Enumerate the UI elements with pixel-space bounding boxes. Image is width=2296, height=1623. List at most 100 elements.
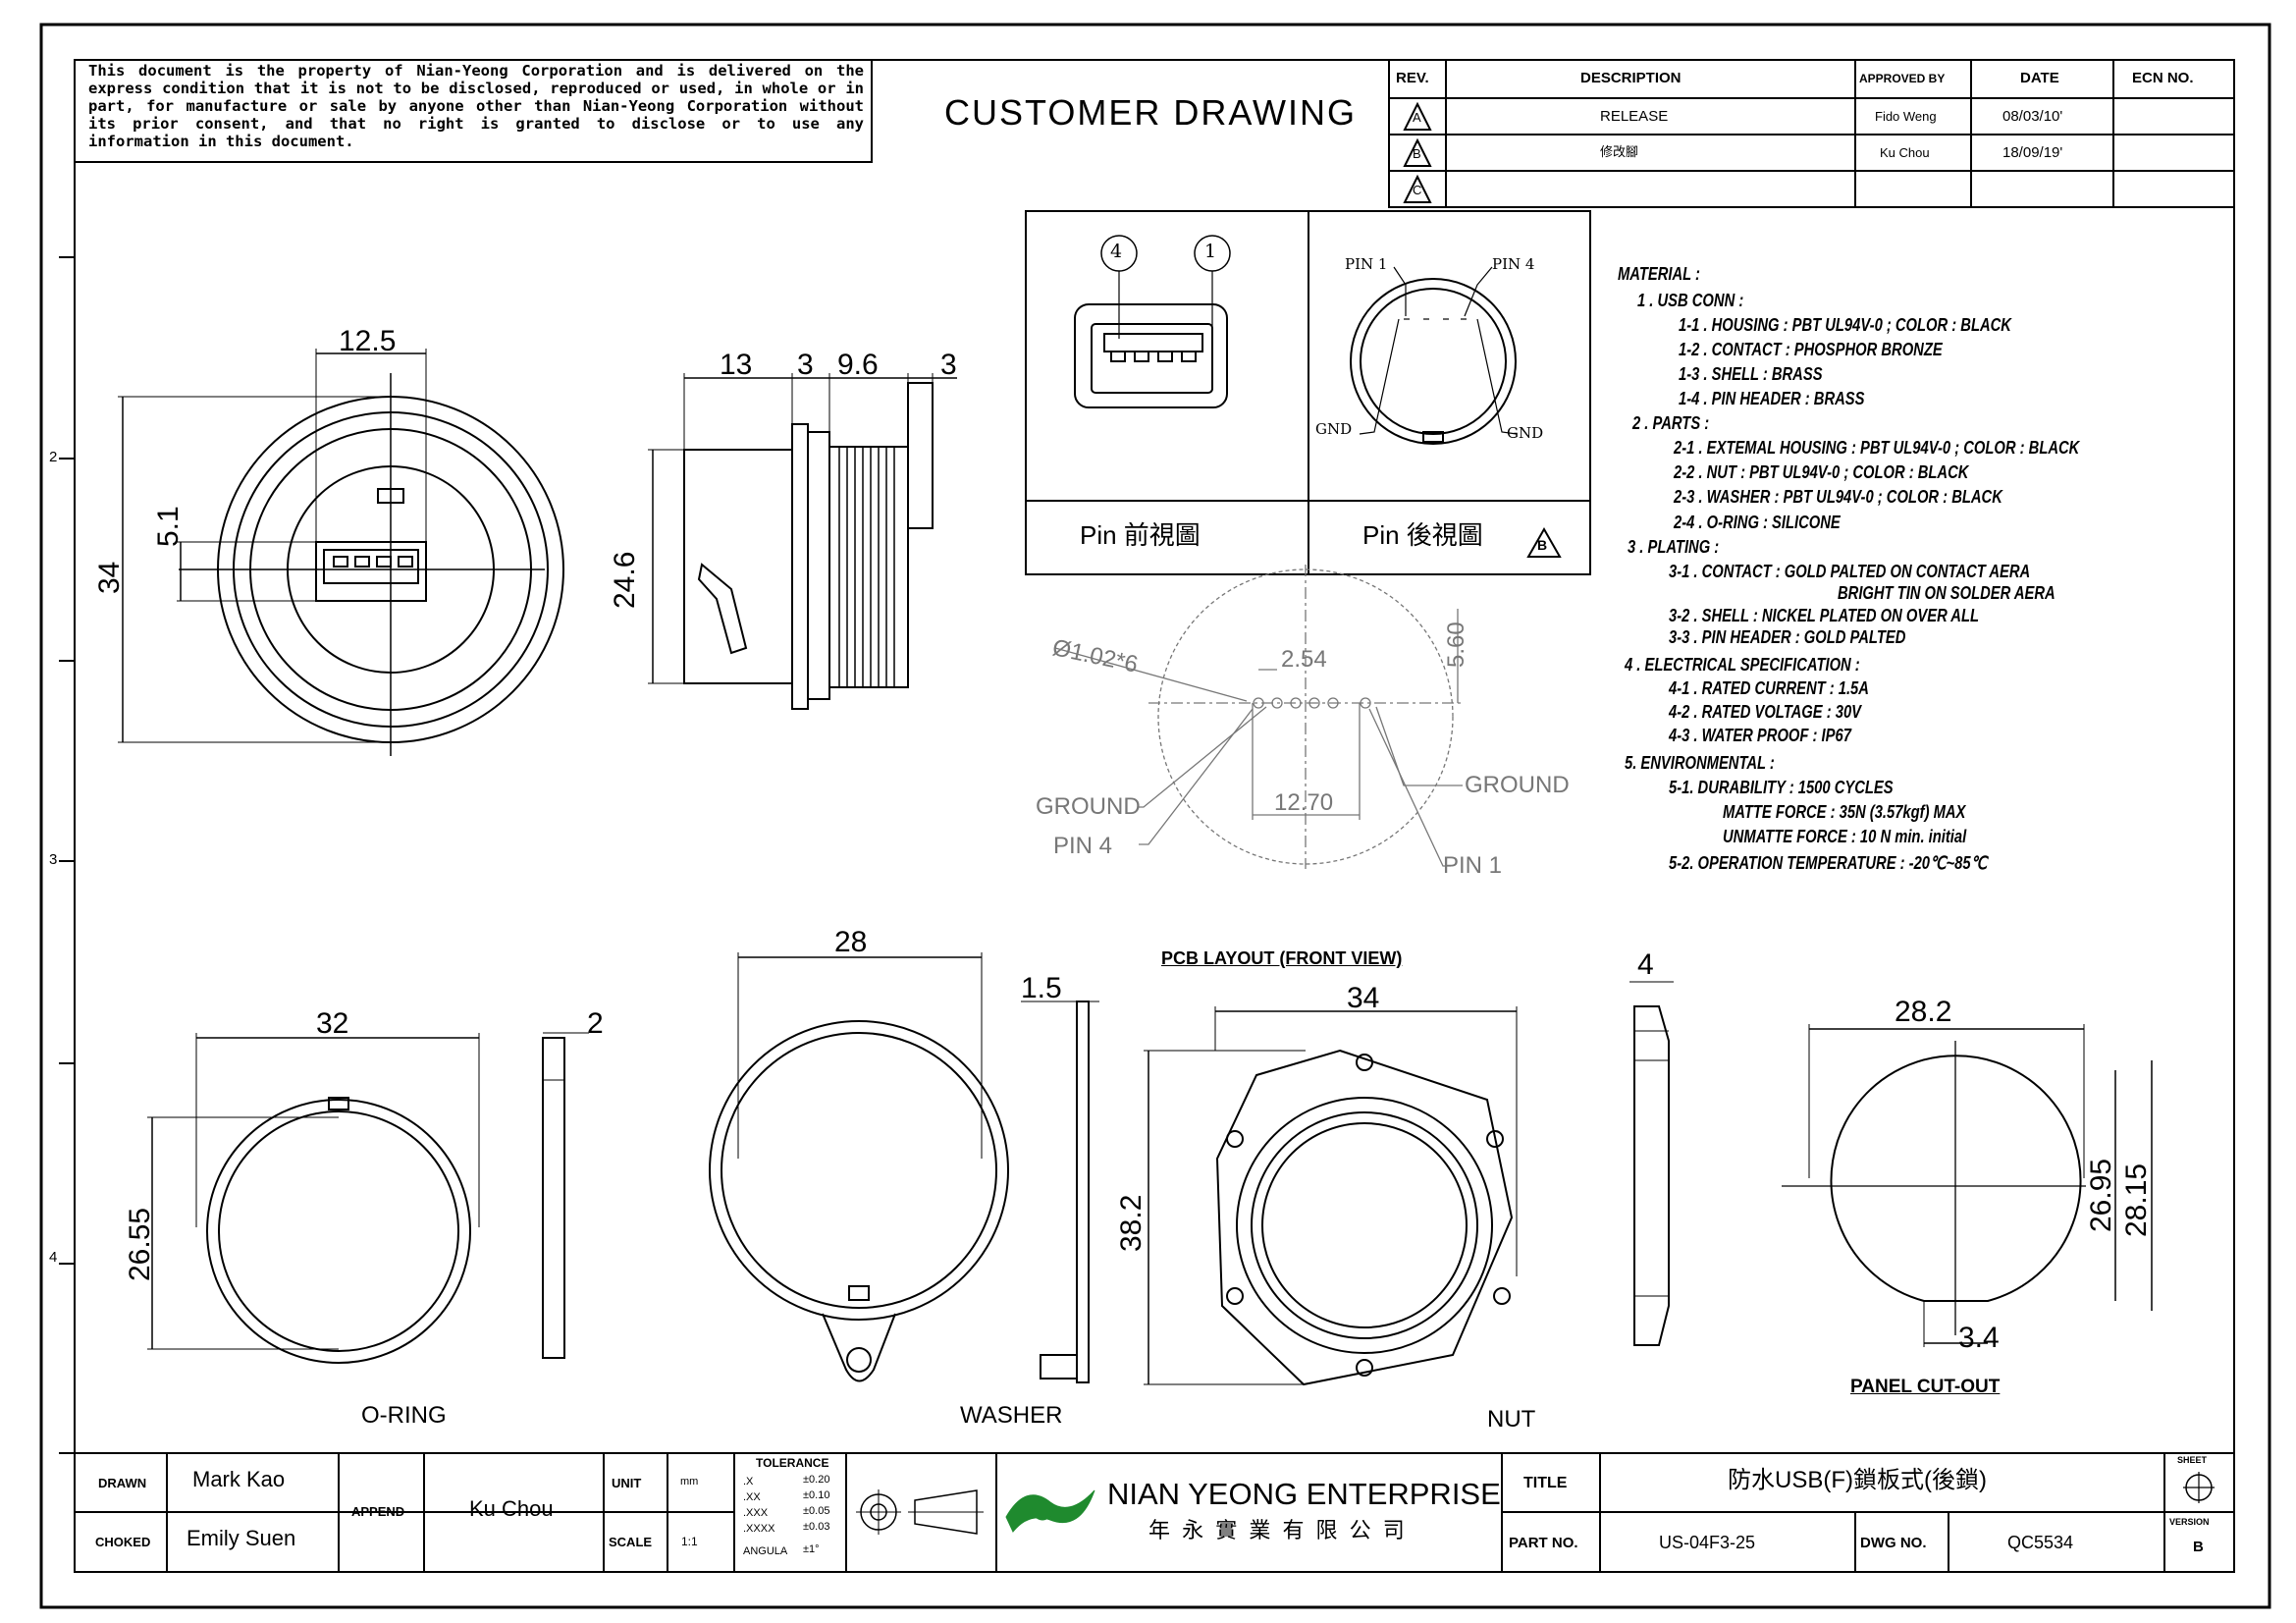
dwg-no-label: DWG NO. xyxy=(1860,1535,1927,1551)
dim-front-width: 12.5 xyxy=(339,325,397,357)
rev-b-approved: Ku Chou xyxy=(1880,145,1930,160)
tol-key: .XXX xyxy=(743,1507,769,1519)
checked-name: Emily Suen xyxy=(187,1526,296,1550)
panel-cut-view xyxy=(1782,1024,2153,1347)
sheet-label: SHEET xyxy=(2177,1455,2208,1465)
dim-cut-width: 28.2 xyxy=(1895,996,1952,1028)
spec-line: 1-4 . PIN HEADER : BRASS xyxy=(1679,389,1865,408)
dim-front-height: 34 xyxy=(93,561,126,594)
spec-line: 5-2. OPERATION TEMPERATURE : -20℃~85℃ xyxy=(1669,853,1988,873)
pcb-pin1-label: PIN 1 xyxy=(1443,852,1503,879)
dim-oring-thick: 2 xyxy=(587,1007,604,1040)
outer-border xyxy=(39,23,2271,1609)
dim-side-3b: 3 xyxy=(940,349,957,381)
dim-nut-height: 38.2 xyxy=(1115,1194,1148,1252)
spec-line: 2 . PARTS : xyxy=(1632,413,1710,433)
pin-view-box xyxy=(1025,210,1591,575)
spec-line: 2-2 . NUT : PBT UL94V-0 ; COLOR : BLACK xyxy=(1674,462,1969,482)
rev-b-letter: B xyxy=(1413,146,1421,161)
spec-line: 4-1 . RATED CURRENT : 1.5A xyxy=(1669,678,1869,698)
spec-line: 5. ENVIRONMENTAL : xyxy=(1625,753,1775,773)
rev-a-description: RELEASE xyxy=(1600,108,1669,125)
approved-header: APPROVED BY xyxy=(1859,72,1946,85)
dim-nut-width: 34 xyxy=(1347,982,1380,1014)
spec-line: MATTE FORCE : 35N (3.57kgf) MAX xyxy=(1723,802,1966,822)
rev-b-date: 18/09/19' xyxy=(2002,144,2063,161)
spec-line: 1-1 . HOUSING : PBT UL94V-0 ; COLOR : BL… xyxy=(1679,315,2011,335)
pcb-ground-right: GROUND xyxy=(1465,772,1570,798)
spec-line: 2-1 . EXTEMAL HOUSING : PBT UL94V-0 ; CO… xyxy=(1674,438,2080,458)
tolerance-label: TOLERANCE xyxy=(756,1456,829,1470)
tol-key: .XX xyxy=(743,1491,761,1503)
rev-a-letter: A xyxy=(1413,110,1421,125)
tol-value: ±1° xyxy=(803,1543,820,1555)
pcb-layout xyxy=(1054,565,1463,869)
tol-value: ±0.20 xyxy=(803,1474,830,1486)
pin4-number: 4 xyxy=(1110,241,1123,262)
company-name-zh: 年 永 實 業 有 限 公 司 xyxy=(1148,1518,1408,1542)
part-title: 防水USB(F)鎖板式(後鎖) xyxy=(1728,1467,1987,1493)
ecn-header: ECN NO. xyxy=(2132,70,2194,86)
dim-side-3a: 3 xyxy=(797,349,814,381)
unit-value: mm xyxy=(680,1476,699,1488)
spec-line: 3-1 . CONTACT : GOLD PALTED ON CONTACT A… xyxy=(1669,562,2031,581)
dim-oring-height: 26.55 xyxy=(124,1207,156,1281)
pin-back-view-label: Pin 後視圖 xyxy=(1362,520,1483,550)
spec-line: 1 . USB CONN : xyxy=(1637,291,1744,310)
description-header: DESCRIPTION xyxy=(1580,70,1682,86)
spec-line: 2-4 . O-RING : SILICONE xyxy=(1674,513,1841,532)
rev-c-letter: C xyxy=(1413,183,1422,197)
rev-a-date: 08/03/10' xyxy=(2002,108,2063,125)
oring-label: O-RING xyxy=(361,1402,447,1429)
tol-key: .X xyxy=(743,1476,754,1488)
spec-line: 4 . ELECTRICAL SPECIFICATION : xyxy=(1625,655,1860,675)
date-header: DATE xyxy=(2020,70,2059,86)
oring-view xyxy=(147,1032,589,1364)
dim-washer-thick: 1.5 xyxy=(1021,972,1062,1004)
zone-mark-3: 3 xyxy=(49,851,58,868)
panel-cut-label: PANEL CUT-OUT xyxy=(1850,1377,2001,1397)
pcb-layout-title: PCB LAYOUT (FRONT VIEW) xyxy=(1161,948,1403,968)
drawn-label: DRAWN xyxy=(98,1476,147,1490)
nut-view xyxy=(1144,981,1674,1386)
spec-line: MATERIAL : xyxy=(1618,264,1700,284)
zone-ticks xyxy=(59,256,75,1454)
scale-value: 1:1 xyxy=(681,1535,698,1548)
version-value: B xyxy=(2193,1539,2204,1555)
disclaimer-box xyxy=(74,59,873,163)
unit-label: UNIT xyxy=(612,1476,642,1490)
append-label: APPEND xyxy=(351,1504,405,1519)
dim-pcb-span: 12.70 xyxy=(1274,789,1334,816)
dim-washer-width: 28 xyxy=(834,926,868,958)
part-no: US-04F3-25 xyxy=(1659,1533,1756,1552)
disclaimer-text: This document is the property of Nian-Ye… xyxy=(88,62,864,150)
dim-side-96: 9.6 xyxy=(837,349,879,381)
dim-side-13: 13 xyxy=(720,349,753,381)
spec-line: 1-2 . CONTACT : PHOSPHOR BRONZE xyxy=(1679,340,1943,359)
rev-header: REV. xyxy=(1396,70,1429,86)
tol-key: ANGULA xyxy=(743,1545,788,1557)
gnd-left-label: GND xyxy=(1315,420,1353,438)
spec-line: 4-3 . WATER PROOF : IP67 xyxy=(1669,726,1851,745)
dim-pcb-pitch: 2.54 xyxy=(1281,646,1327,673)
spec-line: 3-3 . PIN HEADER : GOLD PALTED xyxy=(1669,627,1906,647)
version-label: VERSION xyxy=(2169,1517,2210,1527)
scale-label: SCALE xyxy=(609,1535,653,1549)
rev-b-description: 修改腳 xyxy=(1600,144,1639,159)
spec-line: 4-2 . RATED VOLTAGE : 30V xyxy=(1669,702,1862,722)
revision-table xyxy=(1388,59,2235,208)
drawn-name: Mark Kao xyxy=(192,1467,286,1491)
zone-mark-2: 2 xyxy=(49,449,58,465)
dim-pcb-vert: 5.60 xyxy=(1443,622,1469,668)
washer-label: WASHER xyxy=(960,1402,1063,1429)
spec-line: 5-1. DURABILITY : 1500 CYCLES xyxy=(1669,778,1894,797)
nut-label: NUT xyxy=(1487,1406,1536,1433)
dim-side-height: 24.6 xyxy=(609,551,641,609)
pcb-pin4-label: PIN 4 xyxy=(1053,833,1113,859)
dim-cut-h2: 28.15 xyxy=(2120,1163,2153,1237)
checked-label: CHOKED xyxy=(95,1535,151,1549)
dim-nut-thick: 4 xyxy=(1637,948,1654,981)
tol-value: ±0.05 xyxy=(803,1505,830,1517)
pcb-ground-left: GROUND xyxy=(1036,793,1141,820)
